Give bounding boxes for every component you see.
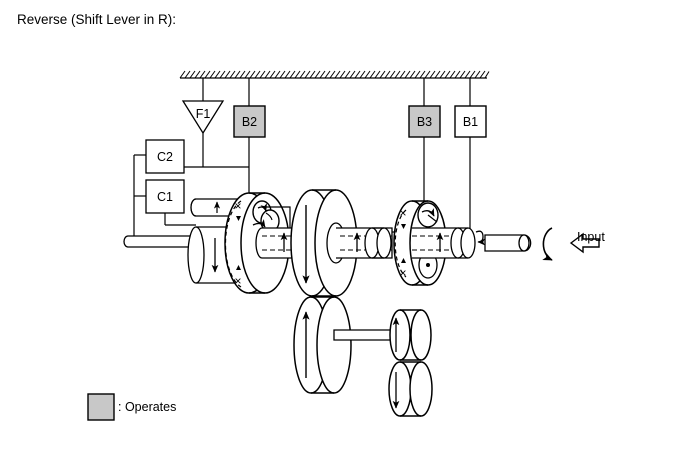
planetary-right-pinions (417, 202, 439, 228)
brake-b2-label: B2 (242, 115, 257, 129)
page-title: Reverse (Shift Lever in R): (17, 12, 177, 27)
lock-x-mark-bottom-right: × (399, 266, 406, 280)
counter-shaft (333, 329, 399, 341)
output-shaft-left (123, 235, 197, 248)
counter-driven-gear (389, 309, 432, 361)
clutch-c2-label: C2 (157, 150, 173, 164)
final-drive-gear (388, 361, 433, 417)
clutch-f1[interactable]: F1 (181, 100, 225, 167)
ground-drop-lines (202, 78, 471, 106)
planetary-left-carrier-link (262, 206, 291, 232)
ground-hatch (179, 70, 490, 79)
lock-x-mark-bottom: × (234, 274, 241, 288)
clutch-c1-label: C1 (157, 190, 173, 204)
sun-shaft-right (412, 227, 486, 259)
lock-x-mark-top-right: × (399, 206, 406, 220)
brake-b1-label: B1 (463, 115, 478, 129)
lock-x-mark-top: × (234, 199, 241, 213)
input-shaft (484, 234, 532, 252)
clutch-f1-label: F1 (196, 107, 211, 121)
center-right-shaft (336, 227, 393, 259)
legend-label: : Operates (118, 400, 177, 414)
counter-drive-gear (293, 296, 352, 394)
brake-b3-label: B3 (417, 115, 432, 129)
brake-b2[interactable]: B2 (233, 105, 266, 208)
clutch-c1[interactable]: C1 (134, 179, 196, 226)
brake-b3[interactable]: B3 (408, 105, 441, 212)
input-label: Input (577, 230, 605, 244)
clutch-c2[interactable]: C2 (133, 139, 249, 240)
input-hollow-arrow (569, 232, 600, 254)
input-rotation-arrow (542, 227, 553, 261)
legend-swatch (87, 393, 115, 421)
